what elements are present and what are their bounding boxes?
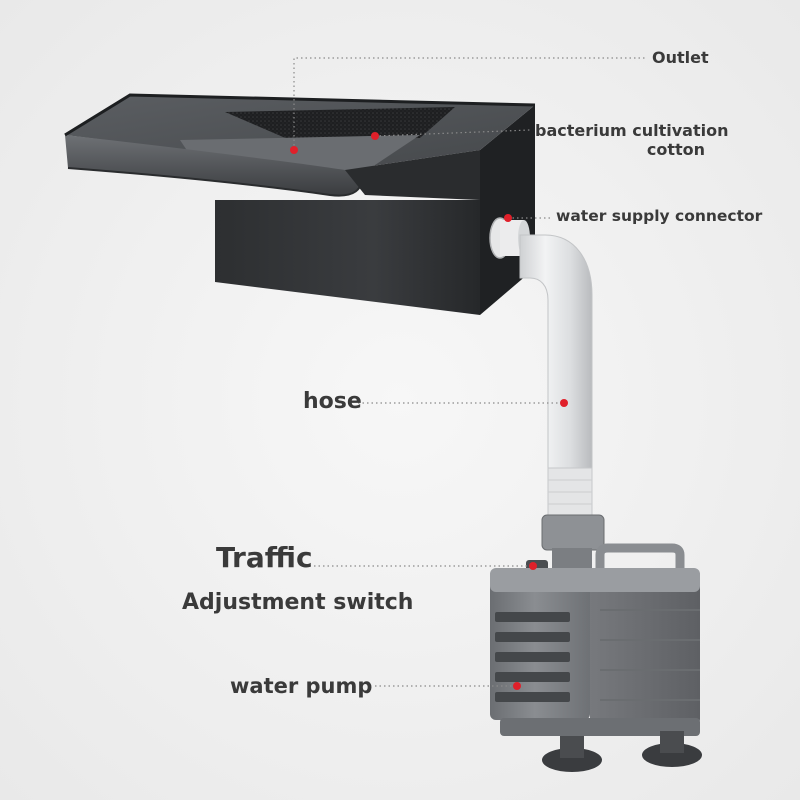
suction-cup: [642, 743, 702, 767]
outlet-box: [64, 93, 536, 315]
traffic-label: Traffic: [216, 541, 313, 574]
outlet-label: Outlet: [652, 48, 709, 67]
adjustment-switch-label: Adjustment switch: [182, 590, 414, 615]
marker-bacterium: [371, 132, 379, 140]
hose-label: hose: [303, 389, 362, 414]
suction-cup: [542, 748, 602, 772]
water-pump: [490, 514, 702, 772]
marker-pump: [513, 682, 521, 690]
marker-connector: [504, 214, 512, 222]
sponge: [225, 107, 455, 140]
marker-hose: [560, 399, 568, 407]
marker-outlet: [290, 146, 298, 154]
bacterium-cotton-label-line2: cotton: [646, 140, 705, 159]
bacterium-cotton-label-line1: bacterium cultivation: [535, 121, 729, 140]
marker-traffic: [529, 562, 537, 570]
bacterium-cotton-label: bacterium cultivation cotton: [535, 121, 729, 159]
water-supply-connector-label: water supply connector: [556, 207, 763, 225]
markers: [290, 132, 568, 690]
hose: [519, 234, 593, 521]
water-pump-label: water pump: [230, 674, 373, 698]
leader-lines: [293, 57, 645, 687]
